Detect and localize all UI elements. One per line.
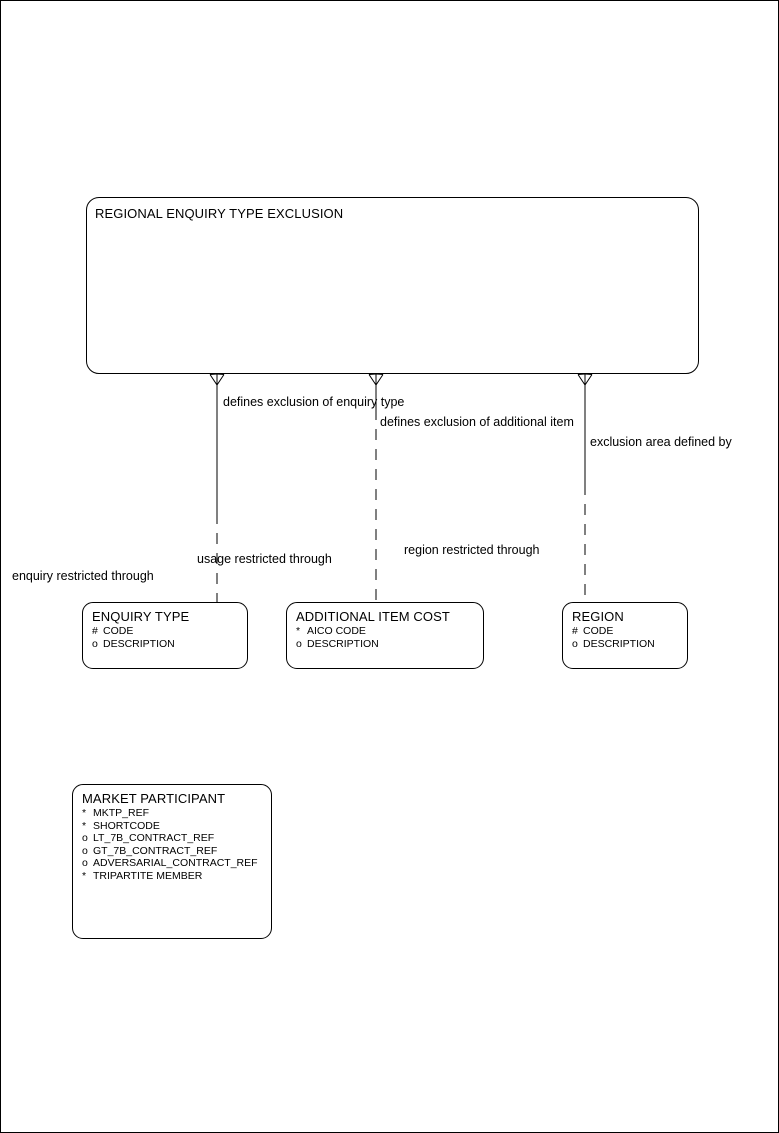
- attribute-name: CODE: [103, 625, 134, 637]
- attribute-row: # CODE: [572, 625, 687, 638]
- attribute-row: o DESCRIPTION: [92, 638, 247, 651]
- attribute-row: * AICO CODE: [296, 625, 483, 638]
- attribute-row: * TRIPARTITE MEMBER: [82, 870, 271, 883]
- attribute-marker: #: [92, 625, 98, 637]
- attribute-row: o DESCRIPTION: [296, 638, 483, 651]
- entity-additional-item-cost[interactable]: ADDITIONAL ITEM COST * AICO CODE o DESCRIP…: [286, 602, 484, 669]
- attribute-name: CODE: [583, 625, 614, 637]
- attribute-row: o GT_7B_CONTRACT_REF: [82, 845, 271, 858]
- entity-regional-enquiry-type-exclusion[interactable]: REGIONAL ENQUIRY TYPE EXCLUSION: [86, 197, 699, 374]
- entity-title: REGION: [572, 609, 624, 624]
- attribute-name: SHORTCODE: [93, 819, 160, 832]
- entity-body: REGION # CODE o DESCRIPTION: [572, 609, 687, 650]
- attribute-list: # CODE o DESCRIPTION: [572, 625, 687, 650]
- attribute-list: * AICO CODE o DESCRIPTION: [296, 625, 483, 650]
- attribute-marker: o: [82, 832, 88, 845]
- relationship-label-defines-exclusion-of-enquiry-type: defines exclusion of enquiry type: [223, 395, 405, 409]
- relationship-label-defines-exclusion-of-additional-item: defines exclusion of additional item: [380, 415, 574, 429]
- attribute-row: o DESCRIPTION: [572, 638, 687, 651]
- entity-market-participant[interactable]: MARKET PARTICIPANT * MKTP_REF * SHORTCODE …: [72, 784, 272, 939]
- attribute-marker: *: [82, 819, 87, 832]
- attribute-row: * MKTP_REF: [82, 807, 271, 820]
- entity-region[interactable]: REGION # CODE o DESCRIPTION: [562, 602, 688, 669]
- attribute-marker: *: [82, 807, 87, 819]
- attribute-name: LT_7B_CONTRACT_REF: [93, 832, 215, 845]
- attribute-marker: o: [82, 857, 88, 870]
- attribute-row: # CODE: [92, 625, 247, 638]
- entity-body: MARKET PARTICIPANT * MKTP_REF * SHORTCODE …: [82, 791, 271, 883]
- attribute-row: * SHORTCODE: [82, 820, 271, 833]
- entity-enquiry-type[interactable]: ENQUIRY TYPE # CODE o DESCRIPTION: [82, 602, 248, 669]
- relationship-label-region-restricted-through: region restricted through: [404, 543, 540, 557]
- attribute-marker: o: [92, 637, 98, 650]
- attribute-marker: o: [296, 637, 302, 650]
- attribute-name: DESCRIPTION: [583, 637, 655, 650]
- relationship-label-enquiry-restricted-through: enquiry restricted through: [12, 569, 154, 583]
- attribute-name: DESCRIPTION: [103, 637, 175, 650]
- entity-title: REGIONAL ENQUIRY TYPE EXCLUSION: [95, 206, 344, 221]
- attribute-name: DESCRIPTION: [307, 637, 379, 650]
- attribute-name: GT_7B_CONTRACT_REF: [93, 844, 218, 857]
- attribute-marker: #: [572, 625, 578, 637]
- relationship-label-usage-restricted-through: usage restricted through: [197, 552, 332, 566]
- relationship-label-exclusion-area-defined-by: exclusion area defined by: [590, 435, 732, 449]
- entity-title: ADDITIONAL ITEM COST: [296, 609, 450, 624]
- attribute-list: * MKTP_REF * SHORTCODE o LT_7B_CONTRACT_REF…: [82, 807, 271, 883]
- attribute-name: TRIPARTITE MEMBER: [93, 869, 203, 882]
- entity-body: ADDITIONAL ITEM COST * AICO CODE o DESCRIP…: [296, 609, 483, 650]
- attribute-list: # CODE o DESCRIPTION: [92, 625, 247, 650]
- attribute-marker: o: [82, 844, 88, 857]
- attribute-row: o ADVERSARIAL_CONTRACT_REF: [82, 857, 271, 870]
- connector-enquiry-type: [209, 373, 225, 602]
- entity-title: MARKET PARTICIPANT: [82, 791, 226, 806]
- attribute-name: MKTP_REF: [93, 807, 150, 819]
- connector-region: [577, 373, 593, 602]
- attribute-name: ADVERSARIAL_CONTRACT_REF: [93, 857, 258, 870]
- attribute-row: o LT_7B_CONTRACT_REF: [82, 832, 271, 845]
- attribute-name: AICO CODE: [307, 625, 366, 637]
- entity-body: ENQUIRY TYPE # CODE o DESCRIPTION: [92, 609, 247, 650]
- attribute-marker: o: [572, 637, 578, 650]
- attribute-marker: *: [296, 625, 301, 637]
- attribute-marker: *: [82, 869, 87, 882]
- entity-title: ENQUIRY TYPE: [92, 609, 190, 624]
